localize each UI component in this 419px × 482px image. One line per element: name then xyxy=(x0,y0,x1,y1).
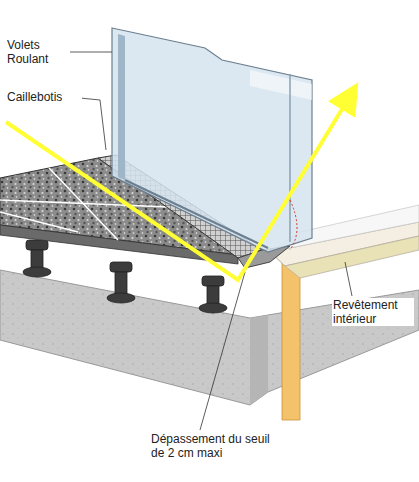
part-label: Volets Roulant xyxy=(6,38,70,66)
part-label: Revêtement intérieur xyxy=(332,298,414,326)
dimension-note: Dépassement du seuil de 2 cm maxi xyxy=(150,432,272,460)
part-label: Caillebotis xyxy=(6,90,82,104)
